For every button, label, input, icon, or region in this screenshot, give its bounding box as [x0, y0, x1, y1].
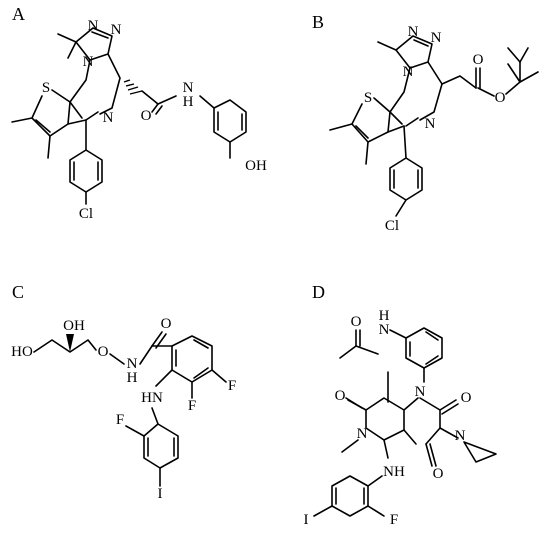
- atom-b-s: S: [364, 90, 372, 106]
- atom-d-n3: N: [455, 428, 466, 444]
- atom-c-f-top: F: [228, 378, 236, 394]
- atom-d-o3: O: [433, 466, 444, 482]
- atom-a-n-ring: N: [83, 54, 94, 70]
- atom-b-n-top1: N: [408, 24, 419, 40]
- atom-b-n-left: N: [425, 116, 436, 132]
- atom-d-n2: N: [357, 426, 368, 442]
- compound-d-bonds: [313, 327, 497, 517]
- atom-c-o-carbonyl: O: [161, 316, 172, 332]
- atom-b-o-ester: O: [495, 90, 506, 106]
- atom-a-nh-n: N: [183, 80, 194, 96]
- atom-d-nh: NH: [383, 464, 405, 480]
- atom-a-n-top1: N: [88, 18, 99, 34]
- panel-label-c: C: [12, 282, 24, 302]
- atom-c-iodo: I: [158, 486, 163, 502]
- atom-d-nh-top-h: H: [379, 308, 390, 324]
- atom-c-hn: HN: [141, 390, 163, 406]
- panel-b: B: [312, 12, 539, 234]
- atom-b-o-carbonyl: O: [473, 52, 484, 68]
- panel-label-b: B: [312, 12, 324, 32]
- atom-c-oh: OH: [63, 318, 85, 334]
- atom-c-o-link: O: [98, 344, 109, 360]
- atom-d-iodo: I: [304, 512, 309, 528]
- panel-a: A: [11, 4, 267, 222]
- atom-b-cl: Cl: [385, 218, 399, 234]
- panel-d: D: [304, 282, 497, 528]
- atom-a-n-top2: N: [111, 22, 122, 38]
- atom-b-n-top2: N: [431, 30, 442, 46]
- atom-a-o: O: [141, 108, 152, 124]
- panel-c: C HO OH: [11, 282, 236, 502]
- atom-a-n-left: N: [103, 110, 114, 126]
- atom-c-h: H: [127, 370, 138, 386]
- atom-d-n-top: N: [379, 322, 390, 338]
- atom-c-ho: HO: [11, 344, 33, 360]
- compound-b-bonds: [329, 35, 539, 217]
- atom-a-s: S: [42, 80, 50, 96]
- atom-b-n-ring: N: [403, 64, 414, 80]
- atom-d-o-acetyl: O: [351, 314, 362, 330]
- atom-d-f: F: [390, 512, 398, 528]
- panel-label-d: D: [312, 282, 325, 302]
- panel-label-a: A: [12, 4, 25, 24]
- atom-c-f-ring: F: [116, 412, 124, 428]
- atom-a-cl: Cl: [79, 206, 93, 222]
- atom-d-o2: O: [461, 390, 472, 406]
- atom-d-n1: N: [415, 384, 426, 400]
- compound-c-bonds: [33, 331, 227, 487]
- atom-d-o1: O: [335, 388, 346, 404]
- compound-a-bonds: [11, 27, 247, 205]
- atom-c-n: N: [127, 356, 138, 372]
- atom-a-oh: OH: [245, 158, 267, 174]
- atom-c-f-lower: F: [188, 398, 196, 414]
- atom-a-nh-h: H: [183, 94, 194, 110]
